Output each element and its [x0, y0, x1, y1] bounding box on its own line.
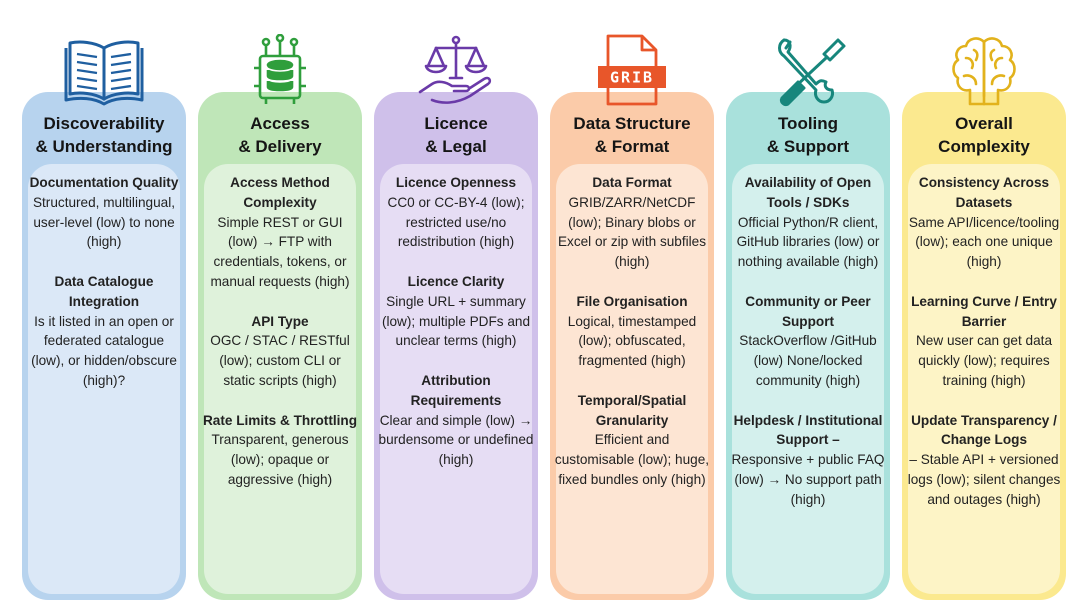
criterion-description: CC0 or CC-BY-4 (low); restricted use/no …: [387, 194, 525, 250]
title-line-1: Licence: [424, 114, 488, 133]
title-line-2: & Legal: [425, 137, 487, 156]
criterion-heading: Availability of Open Tools / SDKs: [744, 175, 872, 210]
column-inner-panel: [908, 164, 1060, 594]
criterion-heading: Attribution Requirements: [410, 372, 502, 408]
criterion-heading: Helpdesk / Institutional Support –: [733, 412, 883, 448]
title-line-2: & Support: [766, 137, 850, 156]
column-items: Consistency Across Datasets Same API/lic…: [906, 173, 1062, 529]
criterion-description: StackOverflow /GitHub (low) None/locked …: [739, 333, 877, 388]
criterion-item: Temporal/Spatial Granularity Efficient a…: [554, 391, 710, 490]
criterion-description: GRIB/ZARR/NetCDF (low); Binary blobs or …: [557, 194, 707, 270]
column-items: Licence Openness CC0 or CC-BY-4 (low); r…: [378, 173, 534, 490]
title-line-1: Access: [250, 114, 310, 133]
column-discoverability: Discoverability & Understanding Document…: [22, 0, 186, 613]
criterion-item: Data Format GRIB/ZARR/NetCDF (low); Bina…: [554, 173, 710, 272]
column-licence: Licence & Legal Licence Openness CC0 or …: [374, 0, 538, 613]
column-complexity: Overall Complexity Consistency Across Da…: [902, 0, 1066, 613]
title-line-2: & Understanding: [35, 137, 173, 156]
criterion-description: New user can get data quickly (low); req…: [915, 333, 1053, 388]
criterion-heading: Documentation Quality: [29, 175, 179, 190]
criterion-item: Attribution Requirements Clear and simpl…: [378, 371, 534, 470]
column-tooling: Tooling & Support Availability of Open T…: [726, 0, 890, 613]
column-title: Data Structure & Format: [550, 112, 714, 158]
title-line-1: Overall: [955, 114, 1013, 133]
criterion-heading: Temporal/Spatial Granularity: [577, 392, 687, 428]
column-items: Access Method Complexity Simple REST or …: [202, 173, 358, 510]
criterion-description: Structured, multilingual, user-level (lo…: [32, 194, 176, 250]
criterion-item: Update Transparency / Change Logs – Stab…: [906, 411, 1062, 510]
criterion-item: File Organisation Logical, timestamped (…: [554, 292, 710, 371]
criterion-item: Rate Limits & Throttling Transparent, ge…: [202, 411, 358, 490]
criterion-description: Single URL + summary (low); multiple PDF…: [381, 293, 531, 349]
criterion-item: Documentation Quality Structured, multil…: [26, 173, 182, 252]
criterion-heading: Access Method Complexity: [230, 175, 330, 210]
criterion-heading: Licence Openness: [395, 175, 517, 190]
database-chip-icon: [198, 34, 362, 108]
criterion-heading: Update Transparency / Change Logs: [911, 412, 1057, 448]
column-inner-panel: [204, 164, 356, 594]
criterion-description: Responsive + public FAQ (low) → No suppo…: [731, 452, 885, 507]
title-line-1: Data Structure: [573, 114, 691, 133]
column-inner-panel: [732, 164, 884, 594]
icon-label: GRIB: [610, 69, 654, 87]
title-line-2: & Delivery: [238, 137, 322, 156]
criterion-heading: Data Catalogue Integration: [54, 273, 154, 309]
column-title: Discoverability & Understanding: [22, 112, 186, 158]
criterion-description: OGC / STAC / RESTful (low); custom CLI o…: [210, 333, 350, 388]
criterion-item: Community or Peer Support StackOverflow …: [730, 292, 886, 391]
criterion-item: API Type OGC / STAC / RESTful (low); cus…: [202, 312, 358, 391]
criterion-heading: Rate Limits & Throttling: [202, 412, 358, 428]
column-items: Availability of Open Tools / SDKs Offici…: [730, 173, 886, 529]
title-line-2: & Format: [594, 137, 670, 156]
title-line-1: Tooling: [777, 114, 839, 133]
brain-icon: [902, 34, 1066, 108]
criterion-heading: Data Format: [592, 175, 672, 190]
criterion-item: Licence Openness CC0 or CC-BY-4 (low); r…: [378, 173, 534, 252]
criterion-heading: Consistency Across Datasets: [918, 175, 1050, 210]
criterion-description: Official Python/R client, GitHub librari…: [736, 214, 880, 270]
criterion-description: Simple REST or GUI (low) → FTP with cred…: [210, 214, 350, 289]
column-inner-panel: [28, 164, 180, 594]
scales-hand-icon: [374, 34, 538, 108]
criterion-item: Data Catalogue Integration Is it listed …: [26, 272, 182, 391]
criterion-item: Consistency Across Datasets Same API/lic…: [906, 173, 1062, 272]
criterion-item: Availability of Open Tools / SDKs Offici…: [730, 173, 886, 272]
criterion-description: Efficient and customisable (low); huge, …: [554, 432, 710, 487]
title-line-1: Discoverability: [43, 114, 165, 133]
column-title: Overall Complexity: [902, 112, 1066, 158]
criterion-description: Same API/licence/tooling (low); each one…: [908, 214, 1060, 270]
column-access: Access & Delivery Access Method Complexi…: [198, 0, 362, 613]
criterion-description: Transparent, generous (low); opaque or a…: [211, 432, 349, 487]
criterion-heading: File Organisation: [576, 293, 688, 309]
column-items: Data Format GRIB/ZARR/NetCDF (low); Bina…: [554, 173, 710, 510]
column-title: Access & Delivery: [198, 112, 362, 158]
column-inner-panel: [556, 164, 708, 594]
criterion-heading: API Type: [251, 313, 309, 329]
criterion-description: Clear and simple (low) → burdensome or u…: [378, 412, 534, 468]
grib-file-icon: GRIB: [550, 34, 714, 108]
criterion-description: Logical, timestamped (low); obfuscated, …: [567, 313, 697, 369]
criterion-item: Access Method Complexity Simple REST or …: [202, 173, 358, 292]
column-data-structure: GRIB Data Structure & Format Data Format…: [550, 0, 714, 613]
column-title: Licence & Legal: [374, 112, 538, 158]
column-title: Tooling & Support: [726, 112, 890, 158]
criterion-description: – Stable API + versioned logs (low); sil…: [907, 452, 1061, 507]
criterion-heading: Learning Curve / Entry Barrier: [911, 293, 1057, 329]
criterion-item: Learning Curve / Entry Barrier New user …: [906, 292, 1062, 391]
criterion-item: Licence Clarity Single URL + summary (lo…: [378, 272, 534, 351]
criterion-description: Is it listed in an open or federated cat…: [31, 313, 177, 388]
column-items: Documentation Quality Structured, multil…: [26, 173, 182, 411]
column-inner-panel: [380, 164, 532, 594]
title-line-2: Complexity: [938, 137, 1030, 156]
criterion-heading: Community or Peer Support: [745, 293, 871, 329]
criterion-heading: Licence Clarity: [407, 273, 505, 289]
criterion-item: Helpdesk / Institutional Support – Respo…: [730, 411, 886, 510]
open-book-icon: [22, 34, 186, 108]
wrench-screwdriver-icon: [726, 34, 890, 108]
